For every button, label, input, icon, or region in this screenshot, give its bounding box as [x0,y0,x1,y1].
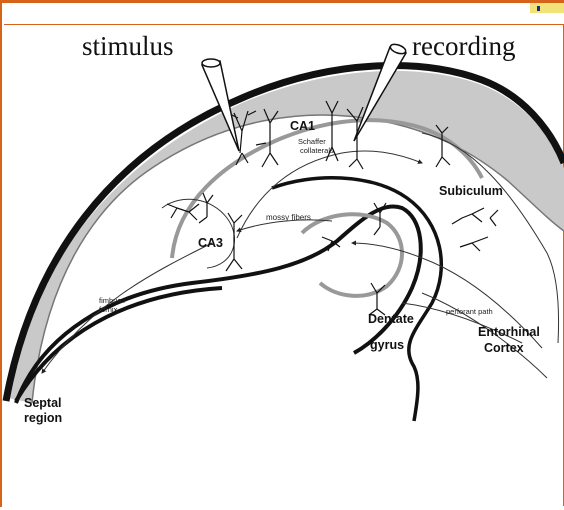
region-label: region [24,411,62,425]
schaffer-fibres [237,151,422,238]
gyrus-label: gyrus [370,338,404,352]
perforant-path-label: perforant path [446,307,493,316]
recording-label: recording [412,31,515,61]
stimulus-label: stimulus [82,31,174,61]
subiculum-label: Subiculum [439,184,503,198]
fimbria-label: fimbria / [99,296,127,305]
mossy-fibers-label: mossy fibers [266,213,311,222]
dentate-label: Dentate [368,312,414,326]
outer-shaded-band [8,71,564,403]
schaffer-label: Schaffer [298,137,326,146]
collaterals-label: collaterals [300,146,334,155]
cortex-label: Cortex [484,341,524,355]
hippocampus-diagram: stimulus recording CA1 CA3 Subiculum Den… [2,3,564,510]
entorhinal-label: Entorhinal [478,325,540,339]
septal-label: Septal [24,396,62,410]
ca3-label: CA3 [198,236,223,250]
ca1-label: CA1 [290,119,315,133]
fornix-label: fornix [99,305,118,314]
